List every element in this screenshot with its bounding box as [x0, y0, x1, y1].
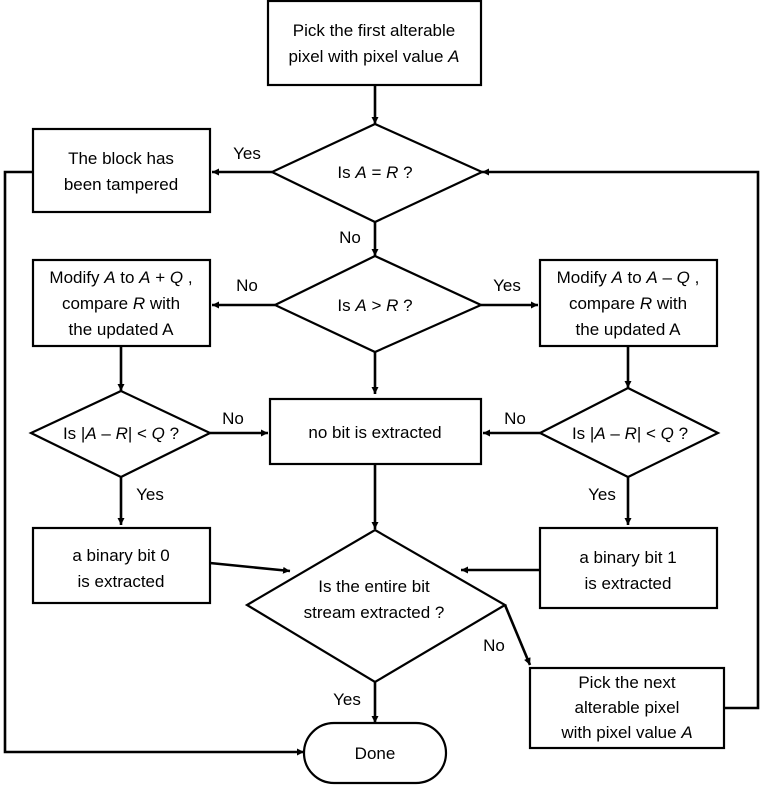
modify-plus-line3: the updated A — [69, 320, 175, 339]
edge-bit0-to-entire — [209, 561, 291, 574]
modify-minus-line3: the updated A — [576, 320, 682, 339]
decision-a-equals-r-label: Is A = R ? — [337, 163, 412, 182]
node-start: Pick the first alterable pixel with pixe… — [266, 0, 483, 87]
pick-next-line1: Pick the next — [578, 673, 676, 692]
decision-abs-right-diamond — [537, 386, 721, 479]
label-entire-yes: Yes — [333, 690, 361, 709]
modify-minus-line2: compare R with — [569, 294, 687, 313]
decision-entire-diamond — [244, 528, 508, 684]
no-bit-box — [268, 397, 483, 466]
tampered-label-line2: been tampered — [64, 175, 178, 194]
done-label: Done — [355, 744, 396, 763]
tampered-label-line1: The block has — [68, 149, 174, 168]
decision-a-greater-r-label: Is A > R ? — [337, 296, 412, 315]
label-gt-yes: Yes — [493, 276, 521, 295]
pick-next-box — [528, 666, 726, 750]
modify-minus-line1: Modify A to A – Q , — [557, 268, 700, 287]
bit0-box — [31, 526, 212, 605]
node-modify-minus: Modify A to A – Q , compare R with the u… — [538, 258, 719, 348]
node-bit0: a binary bit 0 is extracted — [31, 526, 212, 605]
label-abs-left-no: No — [222, 409, 244, 428]
node-decision-abs-left: Is |A – R| < Q ? — [28, 389, 213, 479]
start-box — [266, 0, 483, 87]
node-tampered: The block has been tampered — [31, 127, 212, 214]
pick-next-line3: with pixel value A — [560, 723, 692, 742]
node-no-bit: no bit is extracted — [268, 397, 483, 466]
edge-tampered-to-done — [3, 170, 304, 756]
bit0-line1: a binary bit 0 — [72, 546, 169, 565]
edge-labels: Yes No No Yes No Yes No Yes No Yes — [136, 144, 616, 709]
bit1-box — [538, 526, 719, 610]
edge-entire-no-to-pick-next — [503, 604, 532, 666]
node-done: Done — [302, 721, 448, 785]
label-abs-right-no: No — [504, 409, 526, 428]
decision-abs-left-diamond — [28, 389, 213, 479]
node-decision-entire: Is the entire bit stream extracted ? — [244, 528, 508, 684]
bit1-line2: is extracted — [585, 574, 672, 593]
connectors — [3, 85, 760, 756]
modify-minus-box — [538, 258, 719, 348]
modify-plus-line2: compare R with — [62, 294, 180, 313]
label-abs-left-yes: Yes — [136, 485, 164, 504]
decision-entire-line2: stream extracted ? — [304, 603, 445, 622]
done-terminal — [302, 721, 448, 785]
modify-plus-line1: Modify A to A + Q , — [49, 268, 192, 287]
decision-a-equals-r-diamond — [269, 122, 485, 224]
tampered-box — [31, 127, 212, 214]
node-decision-a-greater-r: Is A > R ? — [272, 254, 484, 354]
node-modify-plus: Modify A to A + Q , compare R with the u… — [31, 258, 212, 348]
node-decision-a-equals-r: Is A = R ? — [269, 122, 485, 224]
bit0-line2: is extracted — [78, 572, 165, 591]
decision-abs-left-label: Is |A – R| < Q ? — [63, 424, 179, 443]
label-entire-no: No — [483, 636, 505, 655]
decision-abs-right-label: Is |A – R| < Q ? — [572, 424, 688, 443]
modify-plus-box — [31, 258, 212, 348]
node-pick-next: Pick the next alterable pixel with pixel… — [528, 666, 726, 750]
label-eq-no: No — [339, 228, 361, 247]
node-decision-abs-right: Is |A – R| < Q ? — [537, 386, 721, 479]
pick-next-line2: alterable pixel — [575, 698, 680, 717]
no-bit-label: no bit is extracted — [308, 423, 441, 442]
bit1-line1: a binary bit 1 — [579, 548, 676, 567]
start-label-line2: pixel with pixel value A — [288, 47, 459, 66]
node-bit1: a binary bit 1 is extracted — [538, 526, 719, 610]
decision-a-greater-r-diamond — [272, 254, 484, 354]
start-label: Pick the first alterable — [293, 21, 456, 40]
decision-entire-line1: Is the entire bit — [318, 577, 430, 596]
edge-pick-next-loop-to-eq — [482, 168, 760, 710]
label-eq-yes: Yes — [233, 144, 261, 163]
label-gt-no: No — [236, 276, 258, 295]
label-abs-right-yes: Yes — [588, 485, 616, 504]
